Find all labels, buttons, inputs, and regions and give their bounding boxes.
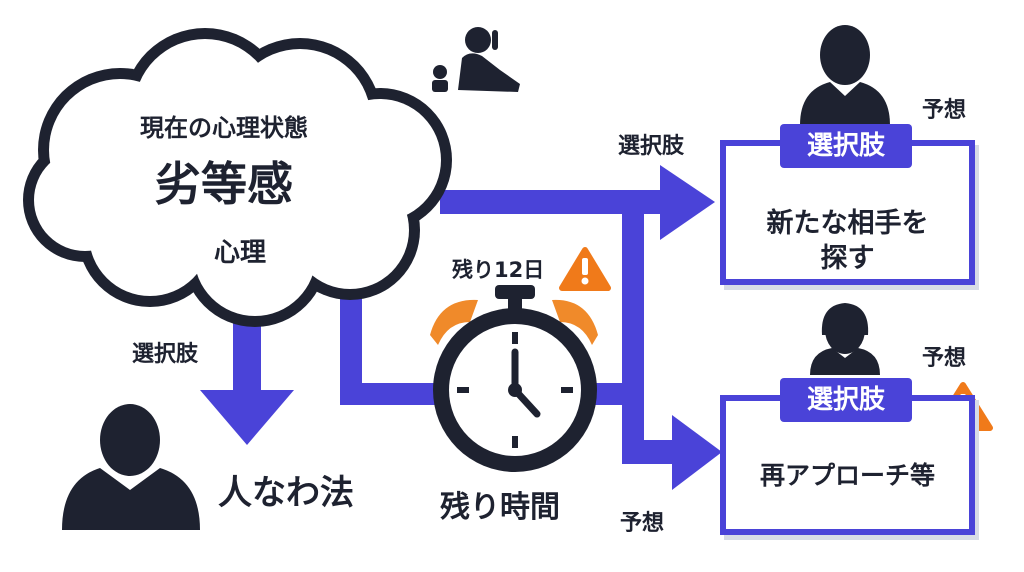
connector-loop-vertical xyxy=(340,270,362,405)
person-female-icon xyxy=(810,303,880,375)
bottom-prediction: 予想 xyxy=(922,346,967,371)
arrow-head-left xyxy=(200,390,294,445)
option-tag-bottom: 選択肢 xyxy=(780,378,912,422)
connector-vertical xyxy=(622,200,644,460)
cloud-title: 劣等感 xyxy=(155,157,293,211)
arrow-head-bottom xyxy=(672,415,722,490)
left-arrow-label: 選択肢 xyxy=(132,342,199,367)
person-male-icon xyxy=(62,404,200,530)
cloud-caption: 心理 xyxy=(214,238,267,268)
option-card-top-line2: 探す xyxy=(820,243,875,274)
connector-bottom xyxy=(622,440,677,464)
warning-icon xyxy=(559,247,611,291)
cloud-subtitle: 現在の心理状態 xyxy=(140,114,308,142)
thought-cloud xyxy=(23,28,452,327)
bottom-arrow-label: 予想 xyxy=(620,511,665,536)
top-arrow-label: 選択肢 xyxy=(618,134,685,159)
person-sitting-icon xyxy=(432,27,520,92)
arrow-head-top xyxy=(660,165,715,240)
timer-caption: 残り時間 xyxy=(440,490,560,525)
option-card-top-line1: 新たな相手を xyxy=(766,208,929,239)
option-tag-top: 選択肢 xyxy=(780,124,912,168)
left-result: 人なわ法 xyxy=(218,473,354,513)
person-male-top-icon xyxy=(800,25,890,125)
timer-remaining-label: 残り12日 xyxy=(452,258,545,282)
connector-loop-horizontal xyxy=(340,383,460,405)
top-prediction: 予想 xyxy=(922,98,967,123)
alarm-clock-icon xyxy=(430,285,598,472)
option-card-bottom-text: 再アプローチ等 xyxy=(759,461,935,490)
